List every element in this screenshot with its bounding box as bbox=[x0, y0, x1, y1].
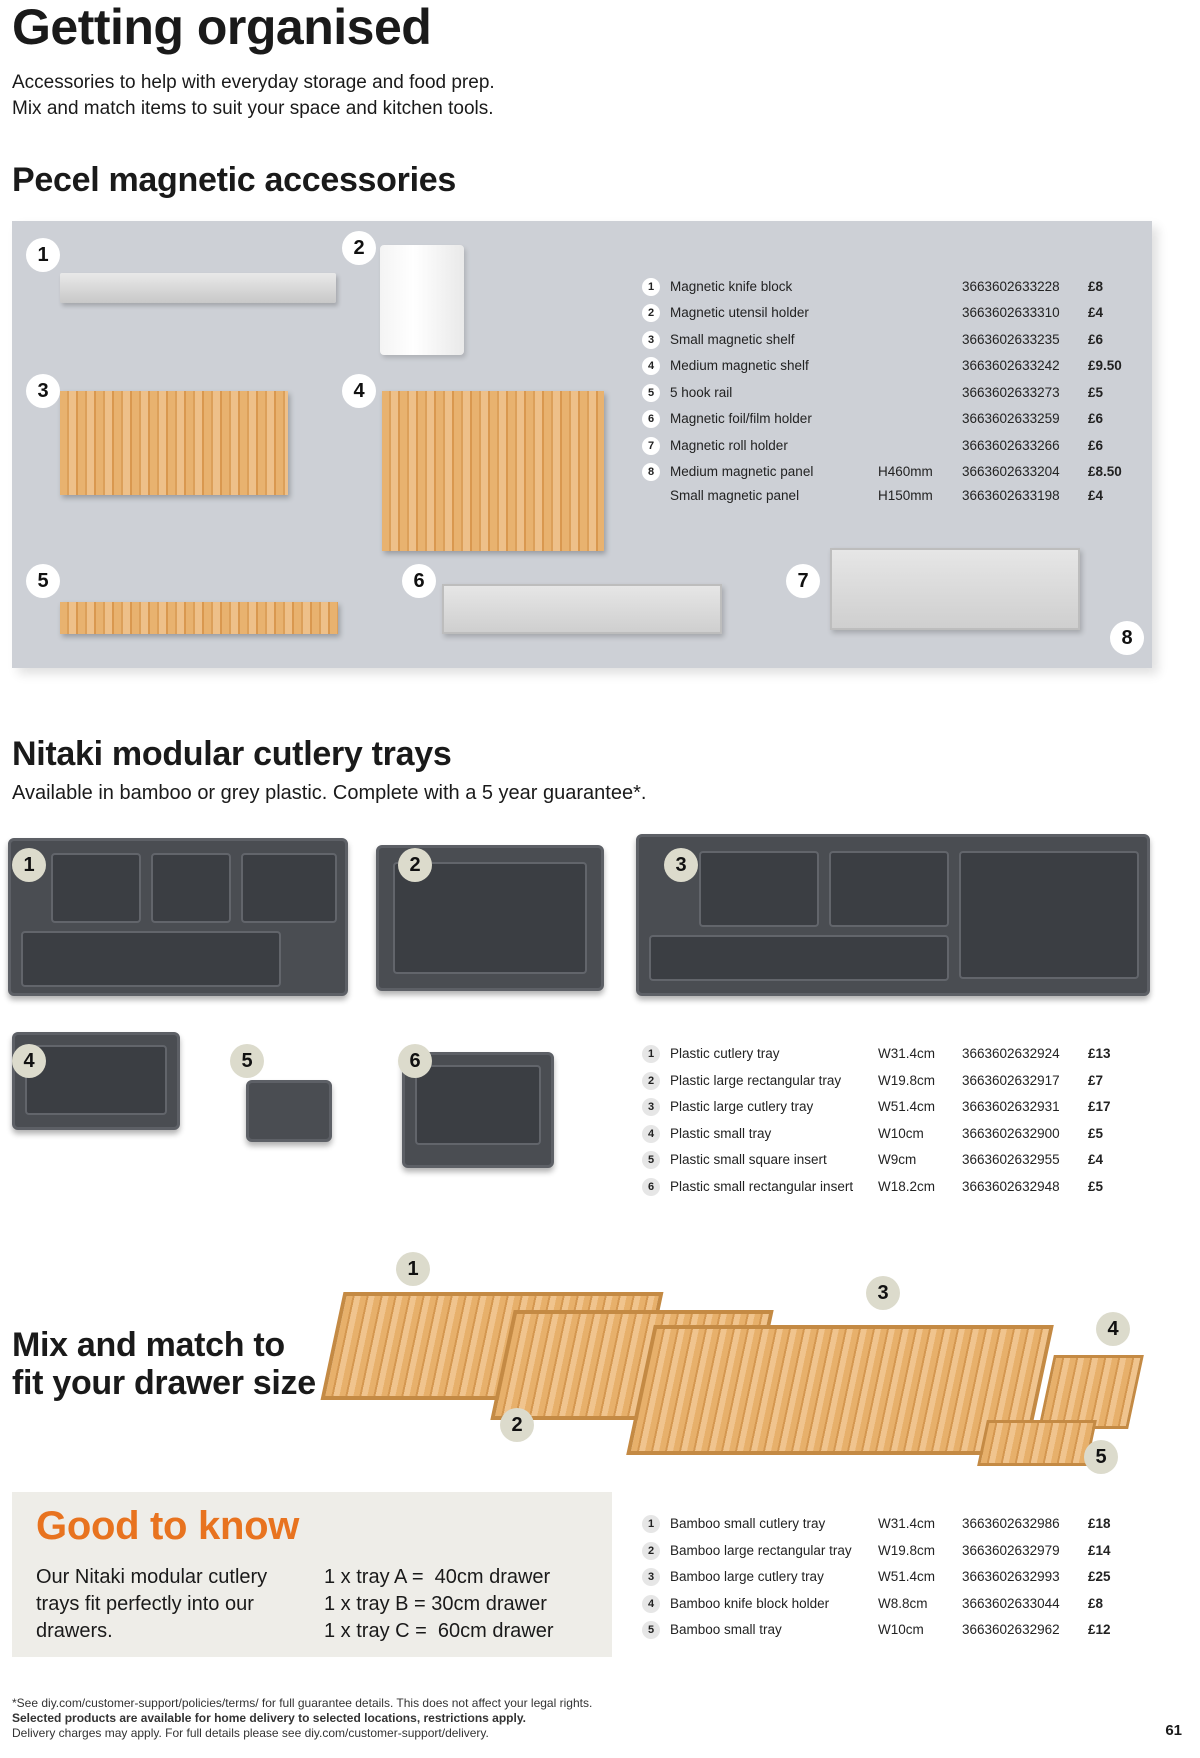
drawer-fit-list: 1 x tray A = 40cm drawer 1 x tray B = 30… bbox=[324, 1564, 554, 1645]
medium-shelf-image bbox=[382, 391, 604, 551]
mix-match-heading: Mix and match to fit your drawer size bbox=[12, 1326, 316, 1402]
nitaki-badge-2: 2 bbox=[398, 848, 432, 882]
pecel-product-table: 1 Magnetic knife block 3663602633228 £8 … bbox=[642, 277, 1142, 503]
badge-4: 4 bbox=[342, 374, 376, 408]
badge-6: 6 bbox=[402, 564, 436, 598]
intro-text: Accessories to help with everyday storag… bbox=[12, 70, 495, 122]
pecel-product-panel: 1 2 3 4 5 6 7 8 1 Magnetic knife block 3… bbox=[12, 221, 1152, 668]
plastic-small-square-insert-image bbox=[246, 1080, 332, 1142]
list-item: 1 x tray C = 60cm drawer bbox=[324, 1620, 554, 1642]
nitaki-heading: Nitaki modular cutlery trays bbox=[12, 735, 452, 773]
nitaki-badge-5: 5 bbox=[230, 1044, 264, 1078]
intro-line-2: Mix and match items to suit your space a… bbox=[12, 98, 494, 119]
bamboo-badge-2: 2 bbox=[500, 1408, 534, 1442]
hook-rail-image bbox=[60, 602, 338, 634]
bamboo-badge-3: 3 bbox=[866, 1276, 900, 1310]
badge-8: 8 bbox=[1110, 621, 1144, 655]
plastic-large-cutlery-tray-image bbox=[636, 834, 1150, 996]
good-to-know-title: Good to know bbox=[36, 1504, 300, 1548]
nitaki-badge-4: 4 bbox=[12, 1044, 46, 1078]
plastic-tray-table: 1 Plastic cutlery tray W31.4cm 366360263… bbox=[642, 1044, 1152, 1196]
delivery-charges-note: Delivery charges may apply. For full det… bbox=[12, 1726, 489, 1740]
nitaki-badge-3: 3 bbox=[664, 848, 698, 882]
utensil-holder-image bbox=[380, 245, 464, 355]
bamboo-badge-1: 1 bbox=[396, 1252, 430, 1286]
bamboo-badge-5: 5 bbox=[1084, 1440, 1118, 1474]
bamboo-knife-block-holder-image bbox=[1038, 1355, 1144, 1429]
knife-block-image bbox=[60, 273, 336, 303]
page-number: 61 bbox=[1165, 1722, 1182, 1739]
good-to-know-text: Our Nitaki modular cutlery trays fit per… bbox=[36, 1566, 268, 1642]
badge-3: 3 bbox=[26, 374, 60, 408]
badge-7: 7 bbox=[786, 564, 820, 598]
page-title: Getting organised bbox=[12, 0, 432, 55]
footer-notes: *See diy.com/customer-support/policies/t… bbox=[12, 1696, 592, 1741]
intro-line-1: Accessories to help with everyday storag… bbox=[12, 72, 495, 93]
delivery-note: Selected products are available for home… bbox=[12, 1711, 526, 1725]
foil-holder-image bbox=[442, 584, 722, 634]
badge-5: 5 bbox=[26, 564, 60, 598]
pecel-heading: Pecel magnetic accessories bbox=[12, 161, 456, 199]
nitaki-badge-6: 6 bbox=[398, 1044, 432, 1078]
nitaki-badge-1: 1 bbox=[12, 848, 46, 882]
roll-holder-image bbox=[830, 548, 1080, 630]
bamboo-badge-4: 4 bbox=[1096, 1312, 1130, 1346]
plastic-cutlery-tray-image bbox=[8, 838, 348, 996]
badge-2: 2 bbox=[342, 231, 376, 265]
guarantee-note: *See diy.com/customer-support/policies/t… bbox=[12, 1696, 593, 1710]
list-item: 1 x tray B = 30cm drawer bbox=[324, 1593, 547, 1615]
bamboo-small-tray-image bbox=[977, 1420, 1097, 1466]
badge-1: 1 bbox=[26, 238, 60, 272]
bamboo-tray-table: 1 Bamboo small cutlery tray W31.4cm 3663… bbox=[642, 1514, 1152, 1644]
good-to-know-box: Good to know Our Nitaki modular cutlery … bbox=[12, 1492, 612, 1657]
nitaki-subheading: Available in bamboo or grey plastic. Com… bbox=[12, 782, 647, 804]
list-item: 1 x tray A = 40cm drawer bbox=[324, 1566, 551, 1588]
small-shelf-image bbox=[60, 391, 288, 495]
